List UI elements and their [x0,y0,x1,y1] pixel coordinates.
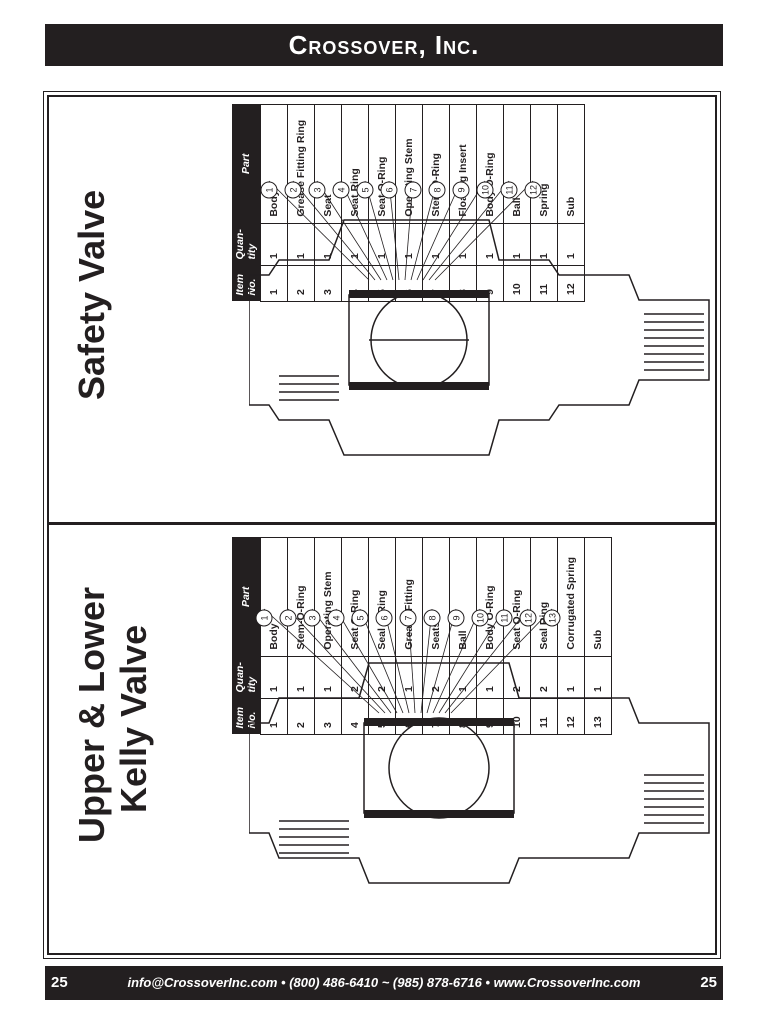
callout-leader-line [292,180,376,281]
callout-leader-line [263,608,380,714]
callout-leader-line [444,608,529,714]
callout-number: 13 [548,613,558,623]
callout-circle [351,609,369,627]
callout-circle [380,181,398,199]
callout-leader-line [316,180,382,281]
company-name: Crossover, Inc. [288,29,480,60]
panel-divider [47,522,717,525]
callout-circle [500,181,518,199]
callout-number: 8 [433,187,443,192]
footer-contact: info@CrossoverInc.com • (800) 486-6410 ~… [127,975,641,990]
callout-number: 10 [476,613,486,623]
callout-circle [495,609,513,627]
callout-leader-line [428,180,510,281]
callout-number: 12 [524,613,534,623]
callout-number: 4 [337,187,347,192]
callout-circle [543,609,561,627]
callout-circle [428,181,446,199]
callout-circle [447,609,465,627]
safety-valve-title: Safety Valve [71,189,112,400]
callout-circle [284,181,302,199]
callout-number: 1 [265,187,275,192]
callout-number: 11 [505,185,515,194]
callout-circle [303,609,321,627]
callout-number: 5 [361,187,371,192]
callout-leader-line [364,180,394,281]
callout-number: 1 [260,615,270,620]
callout-number: 9 [452,615,462,620]
callout-circle [471,609,489,627]
callout-circle [452,181,470,199]
callout-circle [399,609,417,627]
callout-leader-line [311,608,392,714]
callout-circle [356,181,374,199]
callout-circle [519,609,537,627]
callout-leader-line [420,608,433,714]
callout-leader-line [268,180,370,281]
callout-number: 6 [385,187,395,192]
callout-leader-line [438,608,505,714]
callout-leader-line [335,608,398,714]
callout-number: 7 [409,187,419,192]
callout-leader-line [383,608,410,714]
callout-circle [423,609,441,627]
callout-circle [476,181,494,199]
callout-number: 11 [500,613,510,622]
footer-bar: 25 info@CrossoverInc.com • (800) 486-641… [45,966,723,1000]
callout-circle [255,609,273,627]
callout-circle [404,181,422,199]
callout-circle [260,181,278,199]
callout-leader-line [287,608,386,714]
kelly-valve-title-line2: Kelly Valve [113,624,154,813]
callout-leader-line [450,608,553,714]
callout-number: 3 [308,615,318,620]
page-number-right: 25 [700,974,717,991]
callout-circle [332,181,350,199]
callout-number: 12 [529,185,539,195]
header-bar: Crossover, Inc. [45,24,723,66]
callout-circle [279,609,297,627]
callout-leader-line [432,608,481,714]
callout-number: 2 [284,615,294,620]
callout-leader-line [422,180,486,281]
callout-number: 6 [380,615,390,620]
callout-number: 3 [313,187,323,192]
callout-leader-line [416,180,462,281]
page-number-left: 25 [51,974,68,991]
callout-circle [524,181,542,199]
callout-number: 2 [289,187,299,192]
callout-leader-line [410,180,438,281]
callout-number: 9 [457,187,467,192]
callout-leader-line [426,608,457,714]
callout-number: 8 [428,615,438,620]
callout-circle [327,609,345,627]
callout-circle [308,181,326,199]
callout-circle [375,609,393,627]
callout-number: 7 [404,615,414,620]
callout-leader-line [434,180,534,281]
callout-number: 5 [356,615,366,620]
outer-frame [43,91,721,959]
kelly-valve-title-line1: Upper & Lower [71,586,112,843]
callout-number: 4 [332,615,342,620]
callout-number: 10 [481,185,491,195]
inner-frame [47,95,717,955]
callout-leader-line [340,180,388,281]
callout-leader-line [359,608,404,714]
